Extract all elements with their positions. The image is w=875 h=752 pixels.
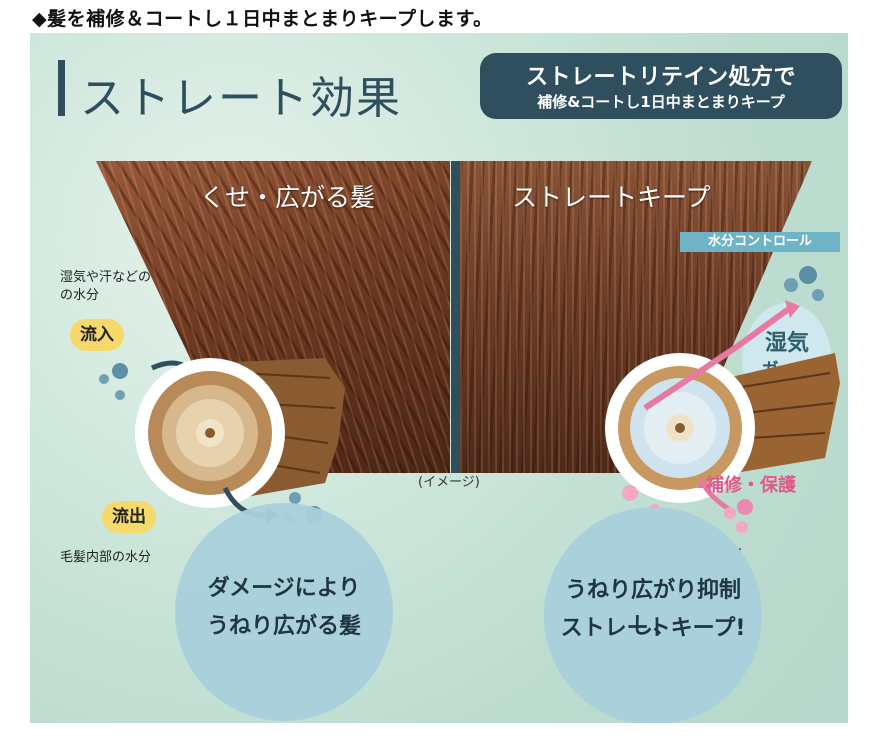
damaged-hair-cross-section-icon bbox=[99, 358, 345, 524]
left-bubble-line2: うねり広がる髪 bbox=[206, 614, 361, 639]
dot-note: . bbox=[738, 539, 743, 554]
outflow-note: 毛髪内部の水分 bbox=[60, 550, 152, 565]
left-bubble-line1: ダメージにより bbox=[207, 576, 361, 601]
inflow-note-line2: の水分 bbox=[60, 288, 100, 303]
infographic-panel: ストレート効果 ストレートリテイン処方で 補修&コートし1日中まとまりキープ く… bbox=[30, 33, 848, 723]
right-bubble-line2: ストレートキープ! bbox=[560, 616, 746, 641]
right-bubble bbox=[544, 507, 762, 723]
header-caption: ◆髪を補修＆コートし１日中まとまりキープします。 bbox=[32, 8, 493, 30]
inflow-note-line1: 湿気や汗などの bbox=[60, 270, 152, 285]
inflow-chip: 流入 bbox=[70, 319, 124, 351]
drop-line1: 湿気 bbox=[764, 331, 809, 356]
badge-sub-text: 補修&コートし1日中まとまりキープ bbox=[537, 93, 785, 111]
outflow-chip: 流出 bbox=[102, 501, 156, 533]
straight-hair-label: ストレートキープ bbox=[512, 183, 711, 212]
hair-divider bbox=[451, 161, 460, 473]
image-note: (イメージ) bbox=[418, 475, 480, 490]
badge-main-text: ストレートリテイン処方で bbox=[525, 65, 796, 90]
page-title: ストレート効果 bbox=[80, 73, 402, 124]
left-bubble bbox=[175, 503, 393, 721]
moisture-dots-icon bbox=[784, 266, 824, 301]
right-bubble-line1: うねり広がり抑制し、 bbox=[564, 578, 741, 639]
formula-badge: ストレートリテイン処方で 補修&コートし1日中まとまりキープ bbox=[480, 53, 842, 119]
coated-hair-cross-section-icon bbox=[605, 300, 840, 516]
frizzy-hair-label: くせ・広がる髪 bbox=[200, 183, 376, 212]
title-accent-bar bbox=[58, 60, 65, 116]
repair-protect-label: 補修・保護 bbox=[706, 475, 796, 496]
moisture-control-tag: 水分コントロール bbox=[680, 232, 840, 252]
repair-dots-icon bbox=[724, 499, 753, 533]
